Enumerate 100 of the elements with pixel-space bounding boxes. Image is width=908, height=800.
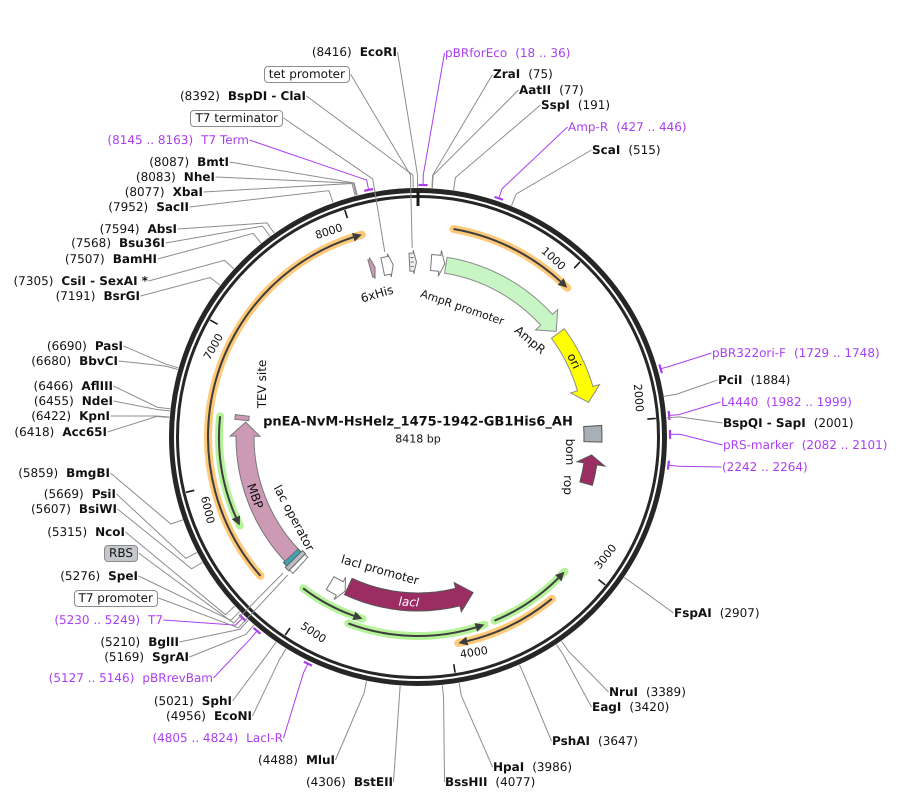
enzyme-site-label: (5315) NcoI [47,524,125,540]
primer-label: pBR322ori-F (1729 .. 1748) [712,346,880,360]
plasmid-name: pnEA-NvM-HsHelz_1475-1942-GB1His6_AH [263,414,573,430]
enzyme-site-label: HpaI (3986) [493,760,572,774]
leader-line [189,190,334,208]
leader-line [417,52,445,186]
leader-line [658,352,712,374]
leader-line [306,96,414,188]
feature-shape [379,252,395,279]
primer-label: pRS-marker (2082 .. 2101) [723,438,888,452]
enzyme-site-label: (5669) PsiI [44,486,116,502]
leader-line [117,508,203,570]
enzyme-site-label: (4488) MluI [258,752,335,768]
feature-tag: T7 promoter [74,590,158,606]
enzyme-site-label: (7507) BamHI [64,252,157,266]
enzyme-site-label: (7191) BsrGI [56,288,140,304]
enzyme-site-label: BspQI - SapI (2001) [723,416,854,430]
leader-line [283,660,314,738]
enzyme-site-label: (7568) Bsu36I [71,236,165,250]
enzyme-site-label: (4956) EcoNI [166,708,252,724]
leader-line [493,126,568,201]
leader-line [252,648,287,716]
leader-line [113,400,170,412]
leader-line [232,642,276,702]
enzyme-site-label: (7952) SacII [108,200,189,214]
leader-line [442,684,445,782]
enzyme-site-label: FspAI (2907) [674,606,760,620]
tick-label: 6000 [198,494,216,525]
leader-line [556,644,592,708]
enzyme-site-label: (5169) SgrAI [104,650,189,664]
primer-label: (5230 .. 5249) T7 [54,612,163,628]
leader-line [125,532,236,616]
enzyme-site-label: EagI (3420) [592,700,670,714]
leader-line [510,150,592,206]
primer-label: pBRforEco (18 .. 36) [445,46,570,60]
feature-tag: T7 terminator [190,110,283,126]
leader-line [666,460,722,471]
enzyme-site-label: SspI (191) [541,98,610,112]
enzyme-site-label: (7594) AbsI [100,222,177,236]
enzyme-site-label: (5021) SphI [154,694,232,708]
enzyme-site-label: (8087) BmtI [149,154,229,170]
primer-label: L4440 (1982 .. 1999) [721,394,852,410]
leader-line [229,162,358,196]
leader-line [664,380,718,397]
leader-line [350,74,413,248]
enzyme-site-label: (6455) NdeI [34,394,113,408]
primer-label: (5127 .. 5146) pBRrevBam [48,670,213,686]
enzyme-site-label: (5607) BsiWI [30,502,117,516]
primer-label: (8145 .. 8163) T7 Term [107,132,249,148]
enzyme-site-label: (5276) SpeI [60,568,138,584]
feature-label: rop [561,475,576,495]
tick-label: 4000 [459,644,489,661]
primer-label: Amp-R (427 .. 446) [568,120,687,134]
leader-line [138,552,284,624]
feature-label: bom [562,438,577,466]
feature-tag: tet promoter [264,66,350,82]
primer-label: (2242 .. 2264) [722,460,808,474]
leader-line [138,576,240,621]
tick-label: 2000 [630,384,645,412]
leader-line [123,346,179,368]
feature-shape [407,248,418,276]
leader-line [107,416,170,432]
tick-label: 8000 [314,222,344,242]
leader-line [249,140,374,192]
leader-line [458,682,493,768]
leader-line [215,176,357,196]
enzyme-site-label: PciI (1884) [718,372,790,388]
enzyme-site-label: PshAI (3647) [552,734,638,748]
feature-segment [283,549,307,573]
leader-line [140,276,221,296]
enzyme-site-label: (6422) KpnI [31,408,110,424]
leader-line [624,577,674,614]
plasmid-size: 8418 bp [395,432,441,446]
enzyme-site-label: (6418) Acc65I [14,424,107,440]
leader-line [203,182,356,196]
feature-label: TEV site [254,360,269,408]
leader-line [560,640,609,692]
leader-line [431,74,493,188]
leader-line [668,428,723,446]
enzyme-site-label: (6690) PasI [46,338,123,354]
leader-line [518,664,552,742]
leader-line [432,90,519,188]
enzyme-site-label: (8416) EcoRI [312,44,397,60]
leader-line [666,416,723,424]
enzyme-site-label: (5210) BglII [100,634,179,650]
leader-line [177,222,275,234]
enzyme-site-label: (6466) AflIII [34,378,113,394]
leader-line [113,386,171,410]
leader-line [668,402,721,422]
leader-line [283,118,386,252]
leader-line [110,416,170,418]
leader-line [393,685,401,782]
leader-line [110,472,184,525]
primer-label: (4805 .. 4824) LacI-R [152,730,283,746]
enzyme-site-label: BssHII (4077) [445,774,536,790]
leader-line [335,680,368,760]
enzyme-site-label: (6680) BbvCI [31,354,118,368]
enzyme-site-label: (7305) CsiI - SexAI * [14,274,148,288]
leader-line [116,494,198,559]
leader-line [118,360,178,370]
